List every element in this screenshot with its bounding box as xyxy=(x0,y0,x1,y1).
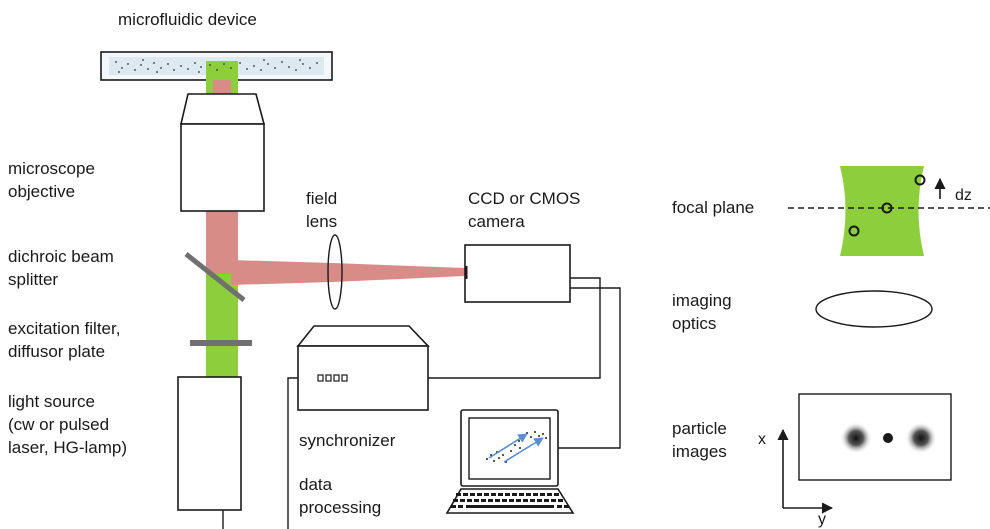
imaging-optics-lens xyxy=(815,290,933,328)
microfluidic-device xyxy=(100,51,333,81)
label-line: microscope xyxy=(8,159,95,178)
synchronizer-buttons xyxy=(317,374,348,382)
label-axis-x: x xyxy=(758,431,766,448)
label-line: dichroic beam xyxy=(8,247,114,266)
label-line: (cw or pulsed xyxy=(8,415,110,434)
label-line: lens xyxy=(306,212,338,231)
label-line: imaging xyxy=(672,291,732,310)
label-excitation-filter: excitation filter, diffusor plate xyxy=(8,317,120,363)
label-line: data xyxy=(299,475,333,494)
emission-beam-top xyxy=(213,80,231,94)
label-microscope-objective: microscope objective xyxy=(8,157,95,203)
light-source-box xyxy=(177,376,242,511)
label-beam-splitter: dichroic beam splitter xyxy=(8,245,114,291)
focal-particles xyxy=(848,174,926,237)
label-line: splitter xyxy=(8,270,59,289)
velocity-vectors xyxy=(488,433,544,463)
particle-image-blurred-left xyxy=(840,422,872,454)
particle-image-frame xyxy=(798,393,952,481)
label-light-source: light source (cw or pulsed laser, HG-lam… xyxy=(8,390,127,459)
particle-image-focused xyxy=(883,433,893,443)
laptop xyxy=(445,409,575,514)
label-line: light source xyxy=(8,392,95,411)
field-lens xyxy=(327,234,343,310)
label-field-lens: field lens xyxy=(306,187,337,233)
label-line: diffusor plate xyxy=(8,342,106,361)
label-line: particle xyxy=(672,419,727,438)
xy-axes xyxy=(777,428,834,514)
label-line: field xyxy=(306,189,338,208)
label-axis-y: y xyxy=(818,511,826,528)
label-line: CCD or CMOS xyxy=(468,189,581,208)
label-focal-plane: focal plane xyxy=(672,198,755,217)
label-synchronizer: synchronizer xyxy=(299,431,396,450)
particle-image-blurred-right xyxy=(905,422,937,454)
label-line: excitation filter, xyxy=(8,319,121,338)
label-line: processing xyxy=(299,498,382,517)
dichroic-mirror xyxy=(184,252,246,302)
camera-box xyxy=(464,244,571,303)
screen-particles xyxy=(486,431,547,463)
label-camera: CCD or CMOS camera xyxy=(468,187,580,233)
label-microfluidic-device: microfluidic device xyxy=(118,10,257,29)
synchronizer-box xyxy=(296,325,430,411)
label-line: laser, HG-lamp) xyxy=(8,438,128,457)
label-line: images xyxy=(672,442,727,461)
seed-particles xyxy=(115,59,318,73)
label-particle-images: particle images xyxy=(672,417,727,463)
microscope-objective xyxy=(179,93,266,212)
label-line: optics xyxy=(672,314,717,333)
label-line: camera xyxy=(468,212,525,231)
label-imaging-optics: imaging optics xyxy=(672,289,732,335)
label-data-processing: data processing xyxy=(299,473,381,519)
label-dz: dz xyxy=(955,187,972,204)
label-line: objective xyxy=(8,182,76,201)
wiring xyxy=(287,277,621,529)
emission-beam-horizontal xyxy=(231,260,465,285)
focal-plane-view xyxy=(788,166,990,256)
